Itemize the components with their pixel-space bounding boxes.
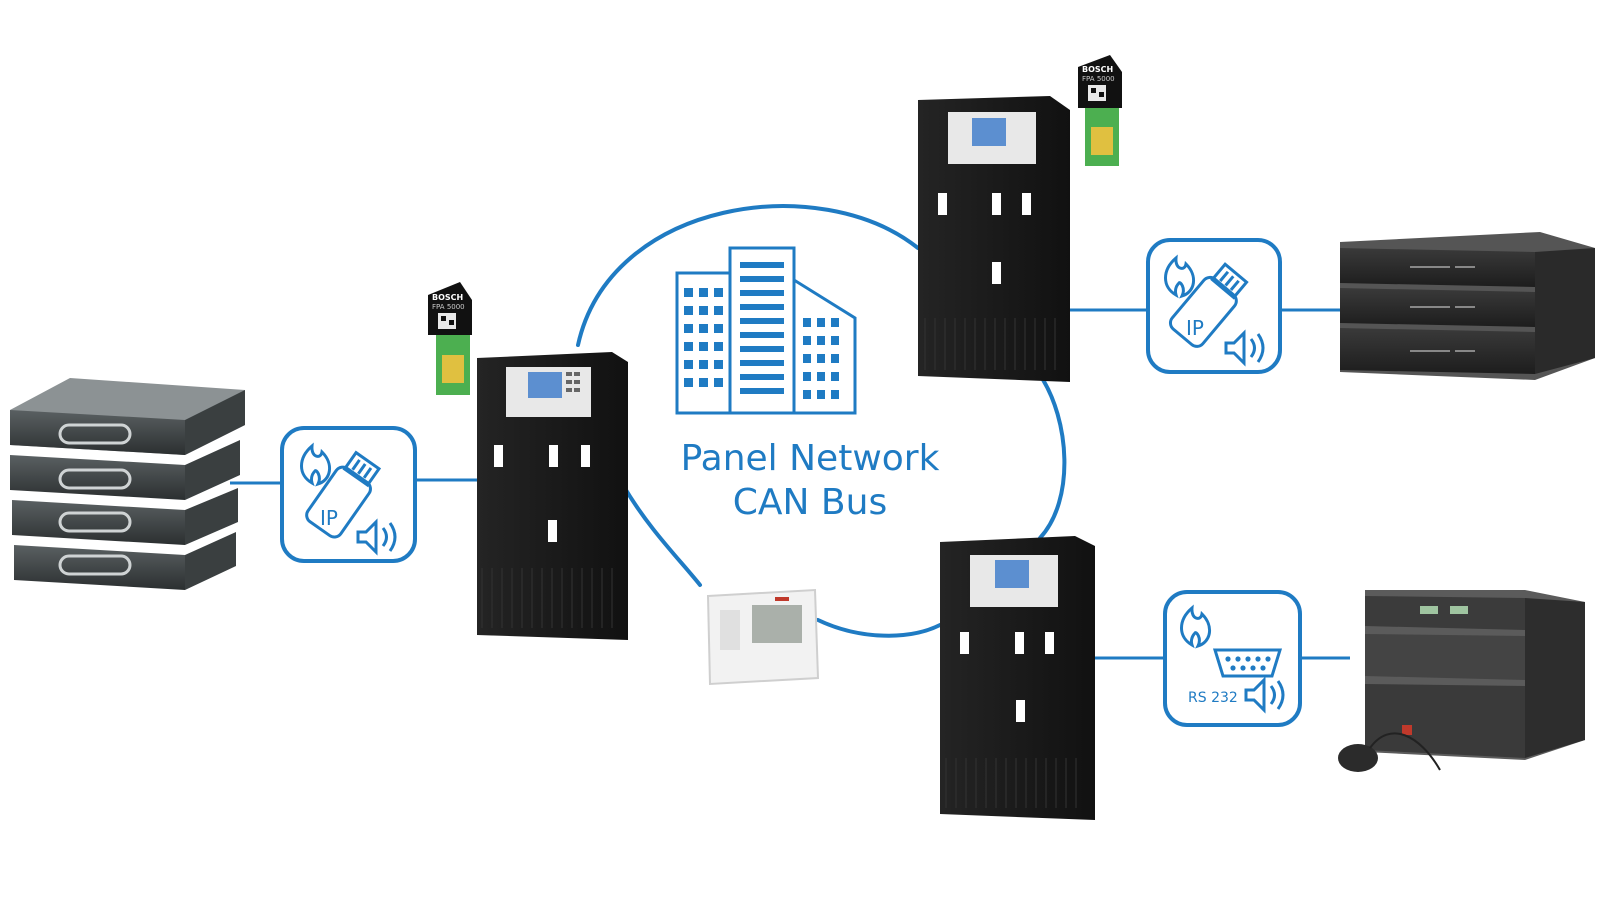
fire-panel-left	[477, 352, 628, 640]
remote-keypad	[706, 588, 820, 686]
network-title: Panel Network	[680, 438, 940, 479]
speaker-icon	[356, 518, 397, 556]
license-key-left: BOSCH FPA 5000	[428, 282, 472, 395]
ip-interface-left: IP	[280, 426, 417, 563]
server-unit	[12, 488, 238, 545]
rs232-interface: RS 232	[1163, 590, 1302, 727]
fire-icon	[300, 442, 331, 487]
ip-label: IP	[1186, 316, 1204, 340]
network-subtitle: CAN Bus	[732, 482, 888, 523]
ip-label: IP	[320, 506, 338, 530]
server-unit	[10, 440, 240, 500]
speaker-icon	[1224, 329, 1265, 367]
usb-stick-icon	[305, 450, 382, 539]
can-bus-ring	[576, 204, 1067, 638]
fire-panel-top-right	[918, 96, 1070, 382]
svg-text:FPA 5000: FPA 5000	[1082, 75, 1115, 83]
serial-port-icon	[1212, 648, 1283, 678]
amplifier-stack	[1340, 232, 1595, 380]
panel-network-label: Panel Network CAN Bus	[660, 437, 960, 525]
building-icon	[675, 246, 857, 415]
connector-lines	[230, 308, 1350, 660]
rs232-label: RS 232	[1188, 690, 1238, 706]
speaker-icon	[1244, 676, 1285, 714]
usb-stick-icon	[1168, 262, 1249, 348]
voice-alarm-system	[1338, 590, 1585, 772]
fire-panel-bottom-right	[940, 536, 1095, 820]
svg-text:FPA 5000: FPA 5000	[432, 303, 465, 311]
fire-icon	[1180, 604, 1211, 649]
svg-text:BOSCH: BOSCH	[432, 293, 463, 302]
ip-interface-top-right: IP	[1146, 238, 1282, 374]
server-unit	[10, 378, 245, 455]
svg-text:BOSCH: BOSCH	[1082, 65, 1113, 74]
server-stack	[10, 378, 245, 590]
fire-icon	[1164, 254, 1195, 299]
server-unit	[14, 532, 236, 590]
license-key-top-right: BOSCH FPA 5000	[1078, 55, 1122, 166]
